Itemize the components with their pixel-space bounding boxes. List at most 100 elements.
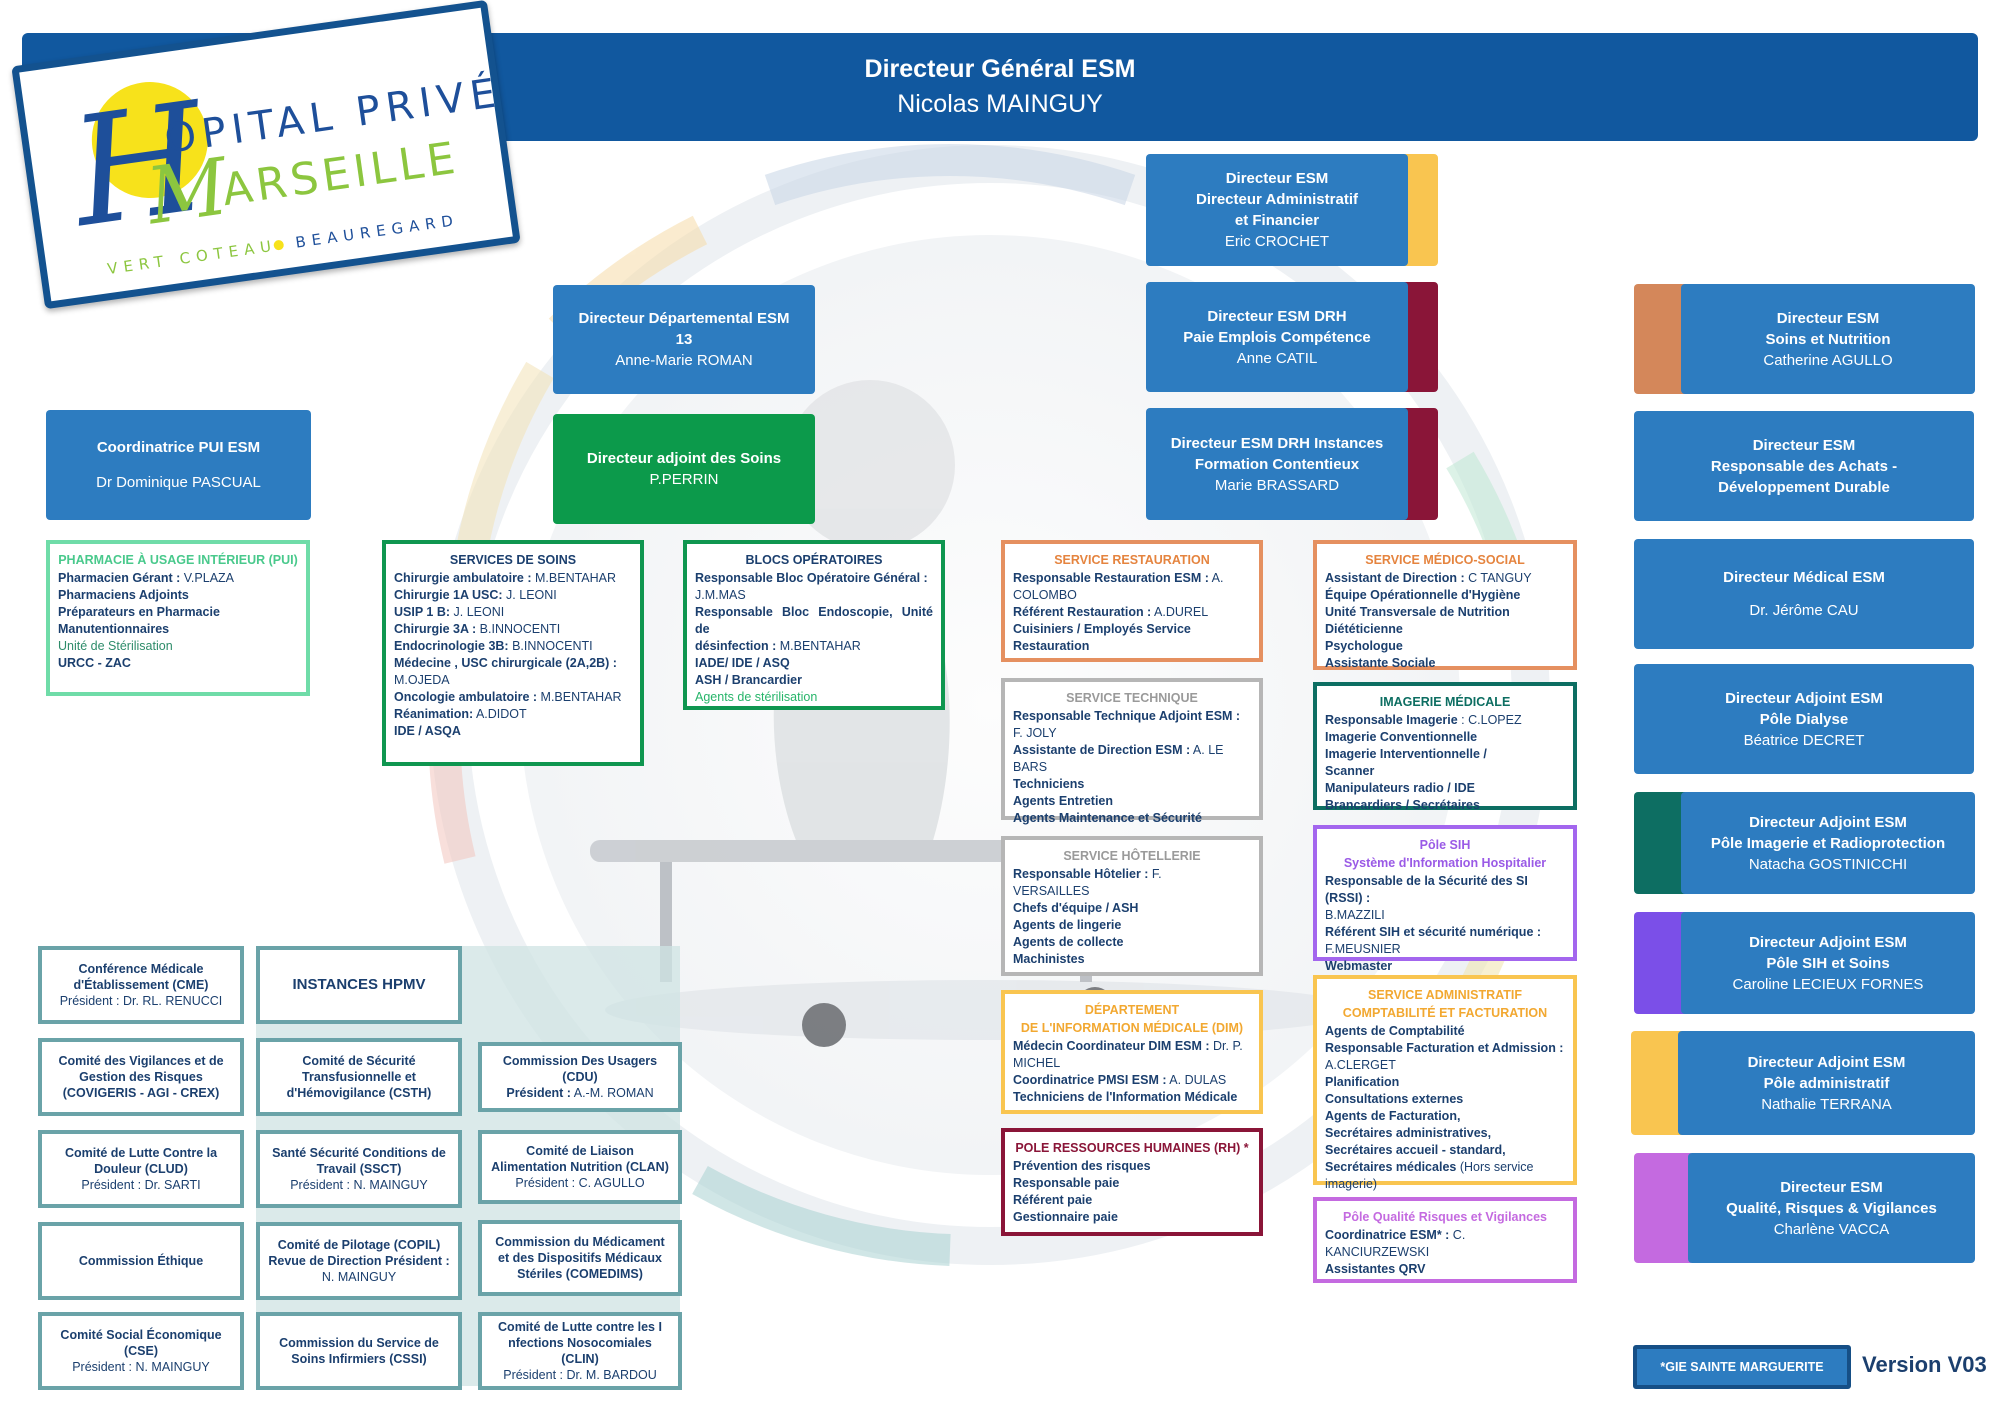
gie-badge: *GIE SAINTE MARGUERITE: [1633, 1345, 1851, 1389]
instance-comedims[interactable]: Commission du Médicament et des Disposit…: [478, 1220, 682, 1296]
box-line: Manipulateurs radio / IDE: [1325, 780, 1565, 797]
line-person: J.M.MAS: [695, 588, 746, 602]
instance-title: Comité de Liaison Alimentation Nutrition…: [491, 1144, 669, 1174]
card-person: Dr. Jérôme CAU: [1749, 602, 1859, 619]
box-line: USIP 1 B: J. LEONI: [394, 604, 632, 621]
instance-clan[interactable]: Comité de Liaison Alimentation Nutrition…: [478, 1130, 682, 1204]
box-blocs-operatoires: BLOCS OPÉRATOIRES Responsable Bloc Opérat…: [683, 540, 945, 710]
card-director-dialyse[interactable]: Directeur Adjoint ESM Pôle Dialyse Béatr…: [1634, 664, 1974, 774]
box-line: Agents Entretien: [1013, 793, 1251, 810]
card-director-departemental[interactable]: Directeur Départemental ESM 13 Anne-Mari…: [553, 285, 815, 394]
card-line: Développement Durable: [1718, 478, 1890, 496]
line-person: A.DIDOT: [473, 707, 527, 721]
card-person: Béatrice DECRET: [1743, 731, 1865, 749]
line-role: Cuisiniers / Employés Service: [1013, 622, 1191, 636]
line-person: VERSAILLES: [1013, 884, 1090, 898]
line-role: Chirurgie 1A USC:: [394, 588, 503, 602]
instance-ssct[interactable]: Santé Sécurité Conditions de Travail (SS…: [256, 1130, 462, 1208]
line-role: Endocrinologie 3B:: [394, 639, 509, 653]
box-line: ASH / Brancardier: [695, 672, 933, 689]
tab-qualite: [1634, 1153, 1694, 1263]
line-person: F.MEUSNIER: [1325, 942, 1401, 956]
line-role: Agents de lingerie: [1013, 918, 1122, 932]
box-line: Techniciens: [1013, 776, 1251, 793]
instance-cssi[interactable]: Commission du Service de Soins Infirmier…: [256, 1312, 462, 1390]
line-role: Pharmaciens Adjoints: [58, 588, 189, 602]
box-line: Médecine , USC chirurgicale (2A,2B) :: [394, 655, 632, 672]
box-line: Responsable Bloc Opératoire Général :: [695, 570, 933, 587]
line-role: Techniciens de l'Information Médicale: [1013, 1090, 1238, 1104]
instance-cse[interactable]: Comité Social Économique (CSE)Président …: [38, 1312, 244, 1390]
box-title: SERVICES DE SOINS: [449, 553, 577, 567]
instance-president: Président : N. MAINGUY: [72, 1359, 210, 1375]
card-director-adjoint-soins[interactable]: Directeur adjoint des Soins P.PERRIN: [553, 414, 815, 524]
box-title: DE L'INFORMATION MÉDICALE (DIM): [1020, 1021, 1244, 1035]
line-role: Préparateurs en Pharmacie: [58, 605, 220, 619]
line-person: : C.LOPEZ: [1457, 713, 1522, 727]
box-line: Référent Restauration : A.DUREL: [1013, 604, 1251, 621]
card-line: Directeur ESM: [1752, 436, 1856, 454]
line-role: Chefs d'équipe / ASH: [1013, 901, 1139, 915]
box-line: Équipe Opérationnelle d'Hygiène: [1325, 587, 1565, 604]
line-role: Imagerie Conventionnelle: [1325, 730, 1478, 744]
box-line: Responsable Bloc Endoscopie, Unité de: [695, 604, 933, 638]
card-coordinatrice-pui[interactable]: Coordinatrice PUI ESM Dr Dominique PASCU…: [46, 410, 311, 520]
instance-cme[interactable]: Conférence Médicale d'Établissement (CME…: [38, 946, 244, 1024]
box-line: Techniciens de l'Information Médicale: [1013, 1089, 1251, 1106]
box-line: F. JOLY: [1013, 725, 1251, 742]
card-director-admin-finance[interactable]: Directeur ESM Directeur Administratif et…: [1146, 154, 1408, 266]
box-line: Coordinatrice PMSI ESM : A. DULAS: [1013, 1072, 1251, 1089]
card-director-medical[interactable]: Directeur Médical ESM Dr. Jérôme CAU: [1634, 539, 1974, 649]
instance-president: N. MAINGUY: [322, 1269, 396, 1285]
instance-copil[interactable]: Comité de Pilotage (COPIL) Revue de Dire…: [256, 1222, 462, 1300]
box-title: SERVICE RESTAURATION: [1054, 553, 1210, 567]
box-title: BLOCS OPÉRATOIRES: [745, 553, 883, 567]
line-role: Responsable Technique Adjoint ESM :: [1013, 709, 1241, 723]
card-line: Pôle SIH et Soins: [1766, 954, 1890, 972]
card-director-qualite[interactable]: Directeur ESM Qualité, Risques & Vigilan…: [1688, 1153, 1975, 1263]
instance-president-name: Président : Dr. M. BARDOU: [503, 1368, 657, 1382]
instance-cdu[interactable]: Commission Des Usagers (CDU)Président : …: [478, 1042, 682, 1112]
card-director-administratif[interactable]: Directeur Adjoint ESM Pôle administratif…: [1678, 1031, 1975, 1135]
card-director-sih[interactable]: Directeur Adjoint ESM Pôle SIH et Soins …: [1681, 912, 1975, 1014]
instance-clud[interactable]: Comité de Lutte Contre la Douleur (CLUD)…: [38, 1130, 244, 1208]
line-role: Chirurgie 3A :: [394, 622, 477, 636]
card-line: Soins et Nutrition: [1765, 330, 1891, 348]
box-line: Assistant de Direction : C TANGUY: [1325, 570, 1565, 587]
line-role: Manipulateurs radio / IDE: [1325, 781, 1476, 795]
instance-csth[interactable]: Comité de Sécurité Transfusionnelle et d…: [256, 1038, 462, 1116]
line-role: Réanimation:: [394, 707, 474, 721]
card-director-imagerie[interactable]: Directeur Adjoint ESM Pôle Imagerie et R…: [1681, 792, 1975, 894]
box-line: B.MAZZILI: [1325, 907, 1565, 924]
card-director-drh-instances[interactable]: Directeur ESM DRH Instances Formation Co…: [1146, 408, 1408, 520]
box-line: A.CLERGET: [1325, 1057, 1565, 1074]
line-role: Responsable de la Sécurité des SI (RSSI)…: [1325, 874, 1528, 905]
line-person: M.OJEDA: [394, 673, 450, 687]
line-role: Assistante de Direction ESM :: [1013, 743, 1191, 757]
instances-header-text: INSTANCES HPMV: [292, 976, 426, 993]
instance-ethique[interactable]: Commission Éthique: [38, 1222, 244, 1300]
card-director-soins-nutrition[interactable]: Directeur ESM Soins et Nutrition Catheri…: [1681, 284, 1975, 394]
box-title: DÉPARTEMENT: [1084, 1003, 1180, 1017]
line-role: Secrétaires médicales: [1325, 1160, 1457, 1174]
line-person: V.PLAZA: [180, 571, 235, 585]
line-role: Agents de Comptabilité: [1325, 1024, 1465, 1038]
line-role: Diététicienne: [1325, 622, 1403, 636]
instance-clin[interactable]: Comité de Lutte contre les I nfections N…: [478, 1312, 682, 1390]
box-line: Imagerie Interventionnelle /: [1325, 746, 1565, 763]
card-line: Formation Contentieux: [1194, 455, 1360, 473]
box-line: Brancardiers / Secrétaires: [1325, 797, 1565, 814]
line-person: J. LEONI: [502, 588, 557, 602]
instance-covigeris[interactable]: Comité des Vigilances et de Gestion des …: [38, 1038, 244, 1116]
box-line: Chirurgie 1A USC: J. LEONI: [394, 587, 632, 604]
box-line: URCC - ZAC: [58, 655, 298, 672]
line-role: Restauration: [1013, 639, 1090, 653]
line-person: B.INNOCENTI: [508, 639, 593, 653]
card-line: Directeur Adjoint ESM: [1725, 689, 1883, 707]
line-person: Unité de Stérilisation: [58, 639, 173, 653]
card-director-achats[interactable]: Directeur ESM Responsable des Achats - D…: [1634, 411, 1974, 521]
box-line: Secrétaires médicales (Hors service: [1325, 1159, 1565, 1176]
card-director-drh[interactable]: Directeur ESM DRH Paie Emplois Compétenc…: [1146, 282, 1408, 392]
